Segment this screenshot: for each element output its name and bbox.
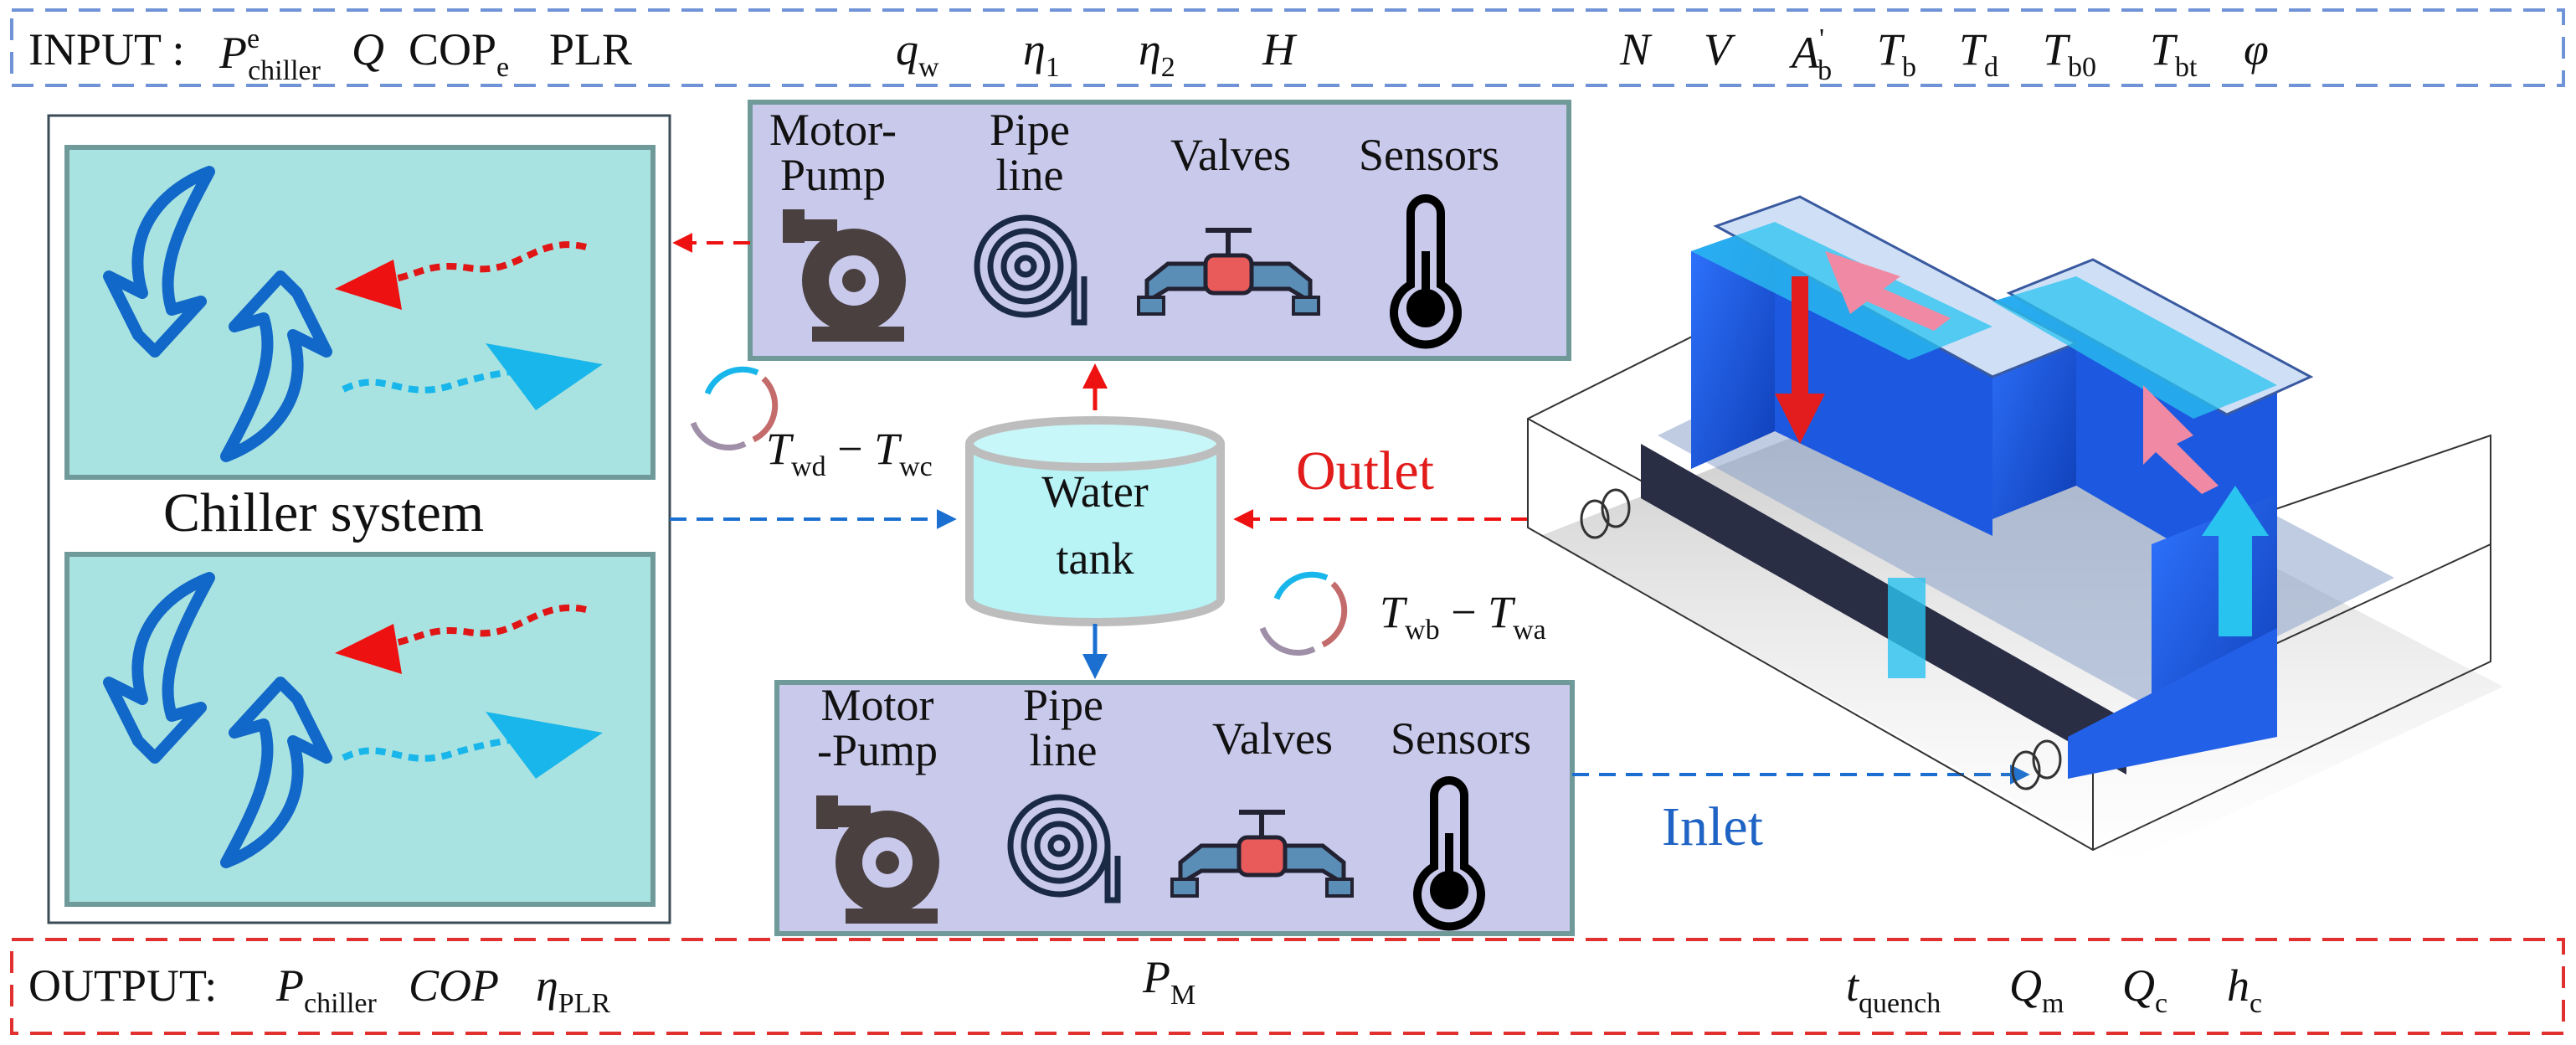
output-symbol: hc — [2227, 960, 2263, 1019]
temp-diff-device: Twb − Twa — [1380, 587, 1546, 646]
output-symbol: Qc — [2122, 960, 2168, 1019]
cycle-icon-left — [690, 366, 779, 451]
water-tank-shape — [965, 416, 1225, 626]
input-symbol: Tb0 — [2043, 24, 2097, 83]
top-valves-label: Valves — [1170, 130, 1291, 180]
input-symbol: Q — [352, 24, 384, 75]
cold-flow-arrow-bottom — [342, 712, 603, 779]
inlet-label: Inlet — [1662, 796, 1763, 857]
water-tank-label-line2: tank — [1056, 533, 1134, 584]
top-sensors-label: Sensors — [1358, 130, 1499, 180]
output-symbol: COP — [409, 960, 499, 1011]
output-symbol: ηPLR — [536, 960, 611, 1019]
input-prefix: INPUT : — [28, 24, 185, 75]
water-tank-label-line1: Water — [1041, 466, 1149, 517]
bottom-motor-pump-label: Motor -Pump — [816, 680, 938, 775]
input-symbol: η1 — [1023, 24, 1060, 83]
hot-flow-arrow-top — [335, 241, 587, 310]
chiller-cycle-icon-top — [103, 166, 332, 462]
output-symbol: Pchiller — [276, 960, 377, 1019]
valve-icon-bottom — [1170, 810, 1354, 898]
chiller-cycle-icon-bottom — [103, 572, 332, 868]
chiller-system-label: Chiller system — [163, 482, 485, 543]
cold-flow-arrow-top — [342, 343, 603, 410]
output-prefix: OUTPUT: — [28, 960, 218, 1011]
input-symbol: η2 — [1139, 24, 1175, 83]
input-symbol: A'b — [1792, 23, 1833, 86]
input-symbol: Tbt — [2150, 24, 2198, 83]
valve-icon-top — [1137, 228, 1320, 316]
input-symbol: Td — [1959, 24, 1999, 83]
bottom-pipe-line-label: Pipe line — [1022, 680, 1103, 775]
hot-flow-arrow-bottom — [335, 604, 587, 674]
input-symbol: PLR — [549, 24, 633, 75]
input-symbol: Pechiller — [219, 23, 321, 86]
bottom-valves-label: Valves — [1212, 713, 1333, 764]
pipe-coil-icon-top — [974, 214, 1087, 326]
input-symbol: V — [1704, 24, 1731, 75]
outlet-label: Outlet — [1296, 440, 1434, 502]
input-symbol: COPe — [409, 24, 510, 83]
top-pipe-line-label: Pipe line — [989, 105, 1070, 200]
input-symbol: Tb — [1877, 24, 1917, 83]
cycle-icon-right — [1259, 571, 1348, 656]
input-symbol: N — [1620, 24, 1651, 75]
thermometer-icon-top — [1390, 194, 1462, 349]
pipe-coil-icon-bottom — [1007, 794, 1121, 903]
input-symbol: qw — [896, 24, 939, 83]
output-symbol: Qm — [2009, 960, 2064, 1019]
pump-icon-bottom — [816, 795, 939, 924]
input-symbol: φ — [2244, 24, 2269, 75]
input-bar-frame — [10, 8, 2565, 87]
output-bar-frame — [10, 938, 2565, 1035]
top-motor-pump-label: Motor- Pump — [769, 105, 897, 200]
input-symbol: H — [1262, 24, 1295, 75]
output-symbol: tquench — [1846, 960, 1941, 1019]
cooling-device-illustration — [1527, 195, 2503, 862]
output-symbol: PM — [1143, 952, 1196, 1011]
bottom-sensors-label: Sensors — [1390, 713, 1531, 764]
thermometer-icon-bottom — [1413, 776, 1485, 931]
temp-diff-chiller: Twd − Twc — [766, 424, 933, 482]
chiller-panel-top — [64, 145, 656, 480]
pump-icon-top — [783, 209, 906, 342]
